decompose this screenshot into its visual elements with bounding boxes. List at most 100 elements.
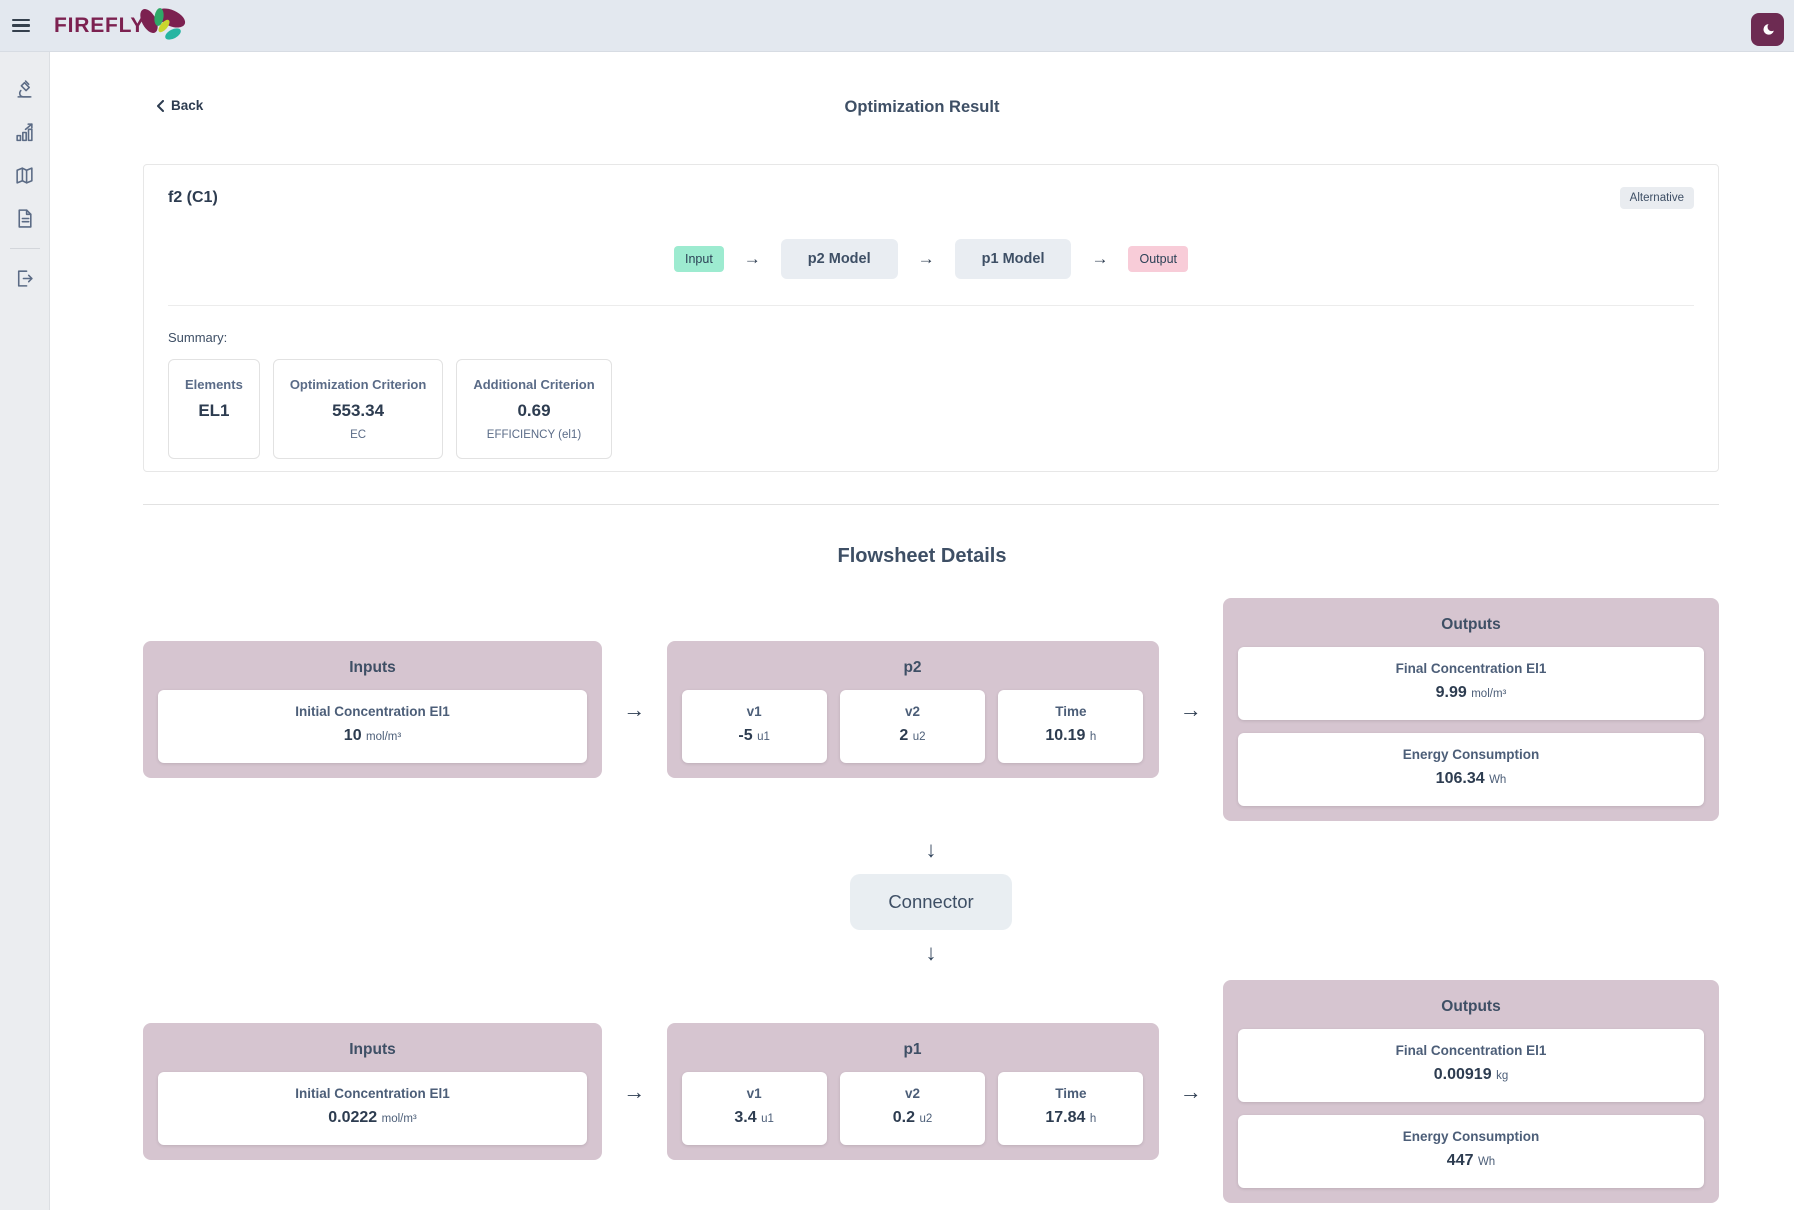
input-chip: Input — [673, 246, 724, 272]
output-chip: Output — [1128, 246, 1189, 272]
summary-card-unit: EFFICIENCY (el1) — [486, 429, 582, 441]
process-field-card: v1 -5 u1 — [681, 690, 827, 763]
inputs-box: Inputs Initial Concentration El1 10 mol/… — [143, 641, 602, 778]
field-unit: u2 — [912, 731, 926, 743]
outputs-box: Outputs Final Concentration El1 9.99 mol… — [1223, 598, 1719, 821]
sidebar-item-results[interactable] — [8, 115, 42, 149]
sidebar-item-experiments[interactable] — [8, 72, 42, 106]
field-unit: u1 — [761, 1113, 774, 1125]
inputs-box-title: Inputs — [349, 659, 396, 676]
summary-card-label: Optimization Criterion — [289, 377, 427, 392]
connector-section: ↓ Connector ↓ — [143, 839, 1719, 964]
input-field-card: Initial Concentration El1 0.0222 mol/m³ — [158, 1072, 587, 1145]
process-box-p2: p2 v1 -5 u1 v2 2 u2 Time 10.19 h — [666, 641, 1159, 778]
arrow-right-icon: → — [1091, 249, 1109, 268]
summary-card-additional-criterion: Additional Criterion 0.69 EFFICIENCY (el… — [456, 359, 612, 459]
document-icon — [18, 208, 32, 228]
chart-growth-icon — [16, 122, 33, 141]
process-box-p1: p1 v1 3.4 u1 v2 0.2 u2 Time 17.84 h — [666, 1023, 1159, 1160]
model-box-p2: p2 Model — [780, 239, 898, 279]
microscope-icon — [17, 79, 32, 98]
page-title: Optimization Result — [844, 98, 1000, 116]
brand-text: FIREFLY — [54, 13, 146, 37]
field-value: 2 u2 — [899, 727, 926, 744]
connector-pill: Connector — [850, 874, 1012, 930]
arrow-right-icon: → — [623, 1078, 646, 1104]
model-box-p1: p1 Model — [954, 239, 1072, 279]
field-label: Energy Consumption — [1402, 747, 1540, 762]
process-field-card: v2 0.2 u2 — [839, 1072, 986, 1145]
field-value: 106.34 Wh — [1435, 770, 1507, 787]
field-value: 0.00919 kg — [1433, 1066, 1509, 1083]
section-divider — [143, 504, 1719, 505]
process-box-title: p1 — [903, 1041, 922, 1058]
field-label: Initial Concentration El1 — [295, 704, 450, 719]
summary-card-unit: EC — [350, 429, 367, 441]
dark-mode-toggle[interactable] — [1751, 13, 1784, 46]
sidebar-divider — [9, 248, 40, 249]
flowsheet-row-1: Inputs Initial Concentration El1 10 mol/… — [143, 598, 1719, 821]
chevron-left-icon — [157, 99, 164, 112]
field-label: Final Concentration El1 — [1395, 661, 1547, 676]
field-value: 0.2 u2 — [892, 1109, 933, 1126]
arrow-down-icon: ↓ — [925, 940, 937, 965]
arrow-right-icon: → — [743, 249, 761, 268]
map-icon — [16, 166, 33, 184]
field-unit: kg — [1496, 1070, 1509, 1082]
brand-logo: FIREFLY — [54, 2, 187, 50]
field-label: Initial Concentration El1 — [295, 1086, 450, 1101]
summary-card-value: 0.69 — [517, 401, 551, 420]
flowsheet-row-2: Inputs Initial Concentration El1 0.0222 … — [143, 980, 1719, 1203]
field-unit: Wh — [1477, 1156, 1496, 1168]
process-field-card: v1 3.4 u1 — [681, 1072, 827, 1145]
field-label: v2 — [904, 704, 920, 719]
field-unit: h — [1089, 1113, 1097, 1125]
outputs-box: Outputs Final Concentration El1 0.00919 … — [1223, 980, 1719, 1203]
summary-card-label: Additional Criterion — [473, 377, 595, 392]
field-value: 3.4 u1 — [734, 1109, 774, 1126]
field-value: -5 u1 — [738, 727, 770, 744]
field-label: Time — [1055, 704, 1087, 719]
arrow-right-icon: → — [1179, 1078, 1202, 1104]
field-label: v1 — [746, 1086, 762, 1101]
field-unit: h — [1089, 731, 1097, 743]
field-value: 447 Wh — [1446, 1152, 1496, 1169]
hamburger-menu-icon[interactable] — [12, 13, 38, 39]
field-unit: Wh — [1489, 774, 1507, 786]
arrow-right-icon: → — [917, 249, 935, 268]
inputs-box-title: Inputs — [349, 1041, 396, 1058]
back-button[interactable]: Back — [156, 98, 203, 113]
result-card-title: f2 (C1) — [168, 189, 218, 206]
summary-card-value: EL1 — [198, 401, 230, 420]
summary-card-label: Elements — [185, 377, 243, 392]
field-value: 10.19 h — [1045, 727, 1097, 744]
arrow-right-icon: → — [623, 696, 646, 722]
moon-icon — [1762, 23, 1774, 35]
field-value: 17.84 h — [1045, 1109, 1097, 1126]
sidebar-item-logout[interactable] — [8, 261, 42, 295]
arrow-down-icon: ↓ — [925, 837, 937, 862]
field-label: Time — [1055, 1086, 1087, 1101]
summary-label: Summary: — [168, 330, 228, 345]
result-card: f2 (C1) Alternative Input → p2 Model → p… — [143, 164, 1719, 472]
process-field-card: v2 2 u2 — [839, 690, 986, 763]
field-unit: u2 — [919, 1113, 933, 1125]
arrow-right-icon: → — [1179, 696, 1202, 722]
process-box-title: p2 — [903, 659, 922, 676]
flowsheet-title: Flowsheet Details — [837, 545, 1007, 567]
field-label: Energy Consumption — [1402, 1129, 1540, 1144]
field-label: v2 — [904, 1086, 920, 1101]
field-value: 10 mol/m³ — [343, 727, 402, 744]
field-unit: mol/m³ — [381, 1113, 417, 1125]
outputs-box-title: Outputs — [1441, 616, 1501, 633]
sidebar-item-map[interactable] — [8, 158, 42, 192]
field-label: v1 — [746, 704, 762, 719]
summary-row: Elements EL1 Optimization Criterion 553.… — [168, 359, 1694, 459]
output-field-card: Energy Consumption 106.34 Wh — [1238, 733, 1704, 806]
sidebar-item-documents[interactable] — [8, 201, 42, 235]
process-field-card: Time 17.84 h — [998, 1072, 1144, 1145]
process-field-card: Time 10.19 h — [998, 690, 1144, 763]
summary-card-optimization-criterion: Optimization Criterion 553.34 EC — [272, 359, 444, 459]
summary-card-elements: Elements EL1 — [168, 359, 260, 459]
field-value: 9.99 mol/m³ — [1435, 684, 1507, 701]
